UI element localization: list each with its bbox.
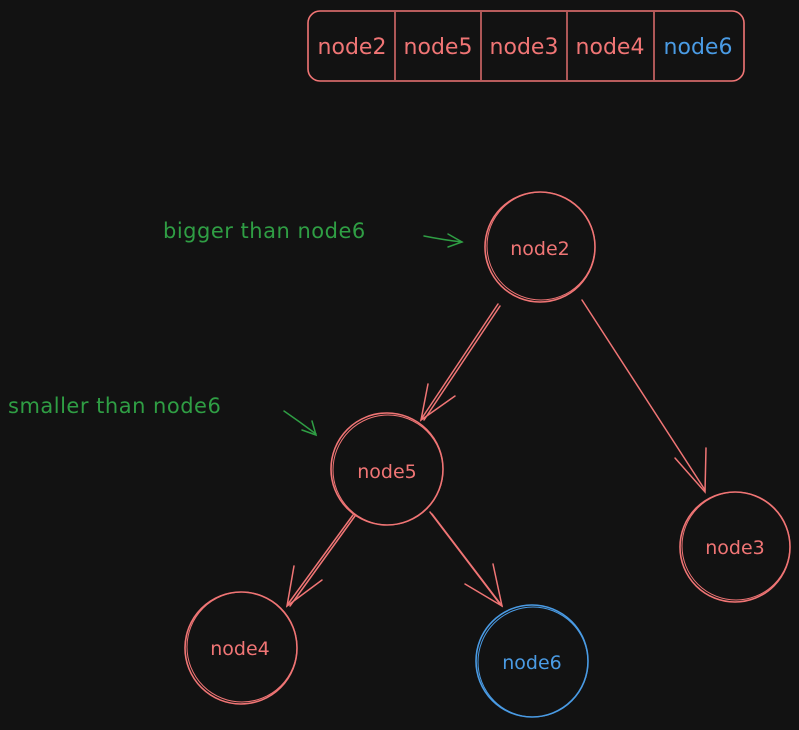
annotation-arrow (423, 233, 464, 248)
array-cell-3: node4 (576, 35, 645, 60)
array-cell-1: node5 (404, 35, 473, 60)
edge-node2-node5 (419, 303, 501, 422)
edge-node5-node4 (285, 514, 356, 608)
annotation-bigger: bigger than node6 (163, 219, 464, 248)
tree-node-node4: node4 (184, 591, 298, 705)
tree-node-node5: node5 (330, 412, 444, 526)
edge-node2-node3 (581, 299, 707, 494)
node-circle-sketch (186, 591, 298, 703)
annotation-text-bigger: bigger than node6 (163, 219, 366, 243)
node-label-node3: node3 (705, 537, 765, 559)
tree-node-node2: node2 (484, 191, 596, 303)
array-cell-4: node6 (664, 35, 733, 60)
annotation-arrow (283, 410, 318, 437)
array-cell-0: node2 (318, 35, 387, 60)
node-circle-sketch (332, 414, 444, 526)
node-label-node5: node5 (357, 461, 417, 483)
node-circle-sketch (681, 491, 791, 601)
array-outline (307, 10, 745, 82)
node-circle-sketch (486, 191, 596, 301)
array-strip: node2 node5 node3 node4 node6 (307, 10, 745, 82)
node-label-node6: node6 (502, 652, 562, 674)
tree-edges (285, 299, 707, 608)
tree-node-node3: node3 (679, 491, 791, 603)
array-cell-2: node3 (490, 35, 559, 60)
tree-node-node6: node6 (475, 604, 589, 718)
edge-node5-node6 (429, 511, 504, 608)
annotation-smaller: smaller than node6 (8, 394, 318, 437)
annotation-text-smaller: smaller than node6 (8, 394, 221, 418)
node-circle-sketch (477, 606, 589, 718)
node-label-node4: node4 (210, 638, 270, 660)
node-label-node2: node2 (510, 238, 570, 260)
